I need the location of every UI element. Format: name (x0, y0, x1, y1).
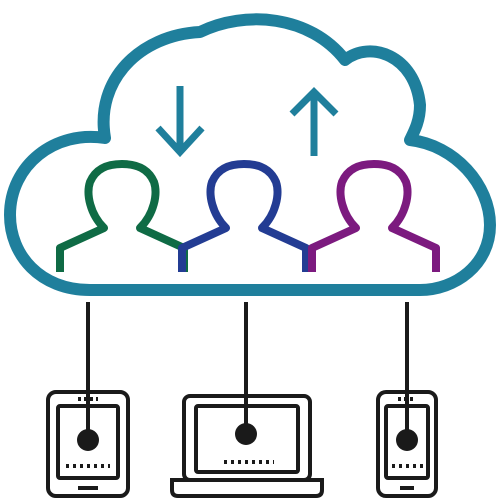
user-icon-blue (178, 160, 310, 272)
tablet-icon (46, 390, 130, 498)
arrow-down-icon (155, 86, 205, 158)
connector-lines (86, 302, 409, 440)
smartphone-icon (376, 390, 438, 498)
user-icon-green (56, 160, 188, 272)
cloud-icon (4, 13, 496, 296)
user-icon-purple (308, 160, 440, 272)
laptop-icon (170, 394, 324, 498)
arrow-up-icon (289, 87, 339, 156)
